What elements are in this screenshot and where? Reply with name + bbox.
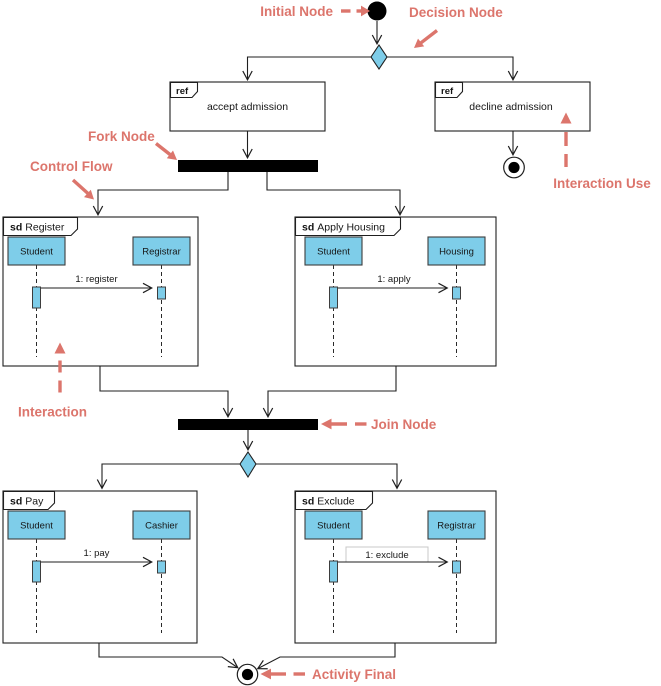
ref-frame-decline-admission: ref decline admission — [434, 81, 591, 132]
edge-exclude-to-final — [258, 643, 396, 669]
ref-label: accept admission — [207, 101, 288, 113]
annotation-decision-node: Decision Node — [409, 5, 503, 48]
lifeline-label: Cashier — [145, 521, 178, 532]
sd-name: Apply Housing — [317, 222, 385, 234]
sd-tag: sd — [302, 222, 314, 234]
activation-bar — [452, 286, 461, 300]
arrow-head-icon — [166, 150, 177, 160]
edge-apply-housing-to-join — [268, 366, 397, 417]
arrow-head-icon — [321, 418, 332, 430]
ref-tag: ref — [176, 86, 189, 97]
arrow-shaft — [419, 29, 439, 45]
lifeline-label: Student — [317, 521, 350, 532]
initial-node — [367, 1, 387, 21]
sd-tag: sd — [10, 222, 22, 234]
lifeline-label: Registrar — [142, 247, 181, 258]
join-node — [178, 419, 318, 430]
edge-decision2-to-pay — [102, 463, 240, 488]
annotation-control-flow: Control Flow — [30, 159, 113, 200]
sd-name: Pay — [25, 496, 44, 508]
lifeline-head — [7, 510, 66, 540]
arrow-head-icon — [560, 112, 572, 124]
annotation-label: Interaction Use — [553, 176, 651, 191]
annotation-label: Activity Final — [312, 667, 396, 682]
annotation-interaction: Interaction — [18, 342, 87, 420]
final-node-decline — [503, 156, 525, 179]
edge-register-to-join — [99, 366, 228, 417]
annotation-label: Control Flow — [30, 159, 113, 174]
activation-bar — [452, 560, 461, 574]
sd-name: Register — [25, 222, 65, 234]
annotation-join-node: Join Node — [321, 417, 437, 432]
activity-final-node — [236, 663, 259, 686]
lifeline-head — [304, 510, 363, 540]
sd-tag: sd — [10, 496, 22, 508]
annotation-label: Decision Node — [409, 5, 503, 20]
lifeline-label: Student — [317, 247, 350, 258]
lifeline-head — [427, 236, 486, 266]
arrow-head-icon — [260, 668, 271, 680]
message-label: 1: apply — [377, 274, 411, 285]
edge-decision-to-decline — [387, 56, 513, 80]
annotation-label: Join Node — [371, 417, 437, 432]
ref-tag: ref — [441, 86, 454, 97]
decision-node-2 — [239, 451, 257, 479]
lifeline-label: Housing — [439, 247, 474, 258]
annotation-interaction-use: Interaction Use — [553, 112, 651, 191]
annotation-label: Initial Node — [260, 4, 333, 19]
arrow-head-icon — [54, 342, 66, 354]
lifeline-head — [132, 236, 191, 266]
arrow-head-icon — [84, 189, 94, 200]
arrow-shaft — [71, 178, 90, 195]
lifeline-head — [304, 236, 363, 266]
edge-pay-to-final — [98, 643, 238, 668]
annotation-label: Interaction — [18, 405, 87, 420]
lifeline-head — [132, 510, 191, 540]
activation-bar — [32, 286, 41, 309]
annotation-activity-final: Activity Final — [260, 667, 396, 682]
activation-bar — [329, 286, 338, 309]
annotation-label: Fork Node — [88, 129, 155, 144]
edge-decision2-to-exclude — [256, 463, 397, 488]
message-label: 1: exclude — [365, 550, 408, 561]
edge-fork-to-register — [98, 172, 229, 215]
ref-label: decline admission — [469, 101, 553, 113]
lifeline-label: Student — [20, 521, 53, 532]
arrow-head-icon — [414, 38, 425, 48]
activation-bar — [329, 560, 338, 583]
lifeline-label: Registrar — [437, 521, 476, 532]
arrow-shaft — [154, 142, 172, 156]
edge-fork-to-apply-housing — [266, 172, 400, 215]
arrow-head-icon — [361, 5, 370, 17]
edge-decision-to-accept — [248, 56, 371, 80]
message-label: 1: register — [75, 274, 117, 285]
annotation-fork-node: Fork Node — [88, 129, 177, 160]
activation-bar — [32, 560, 41, 583]
lifeline-label: Student — [20, 247, 53, 258]
activation-bar — [157, 560, 166, 574]
decision-node-1 — [370, 44, 388, 70]
activation-bar — [157, 286, 166, 300]
message-label: 1: pay — [84, 548, 110, 559]
lifeline-head — [427, 510, 486, 540]
sd-tag: sd — [302, 496, 314, 508]
annotation-initial-node: Initial Node — [260, 4, 370, 19]
sd-name: Exclude — [317, 496, 355, 508]
lifeline-head — [7, 236, 66, 266]
fork-node — [178, 160, 318, 172]
ref-frame-accept-admission: ref accept admission — [169, 81, 326, 132]
